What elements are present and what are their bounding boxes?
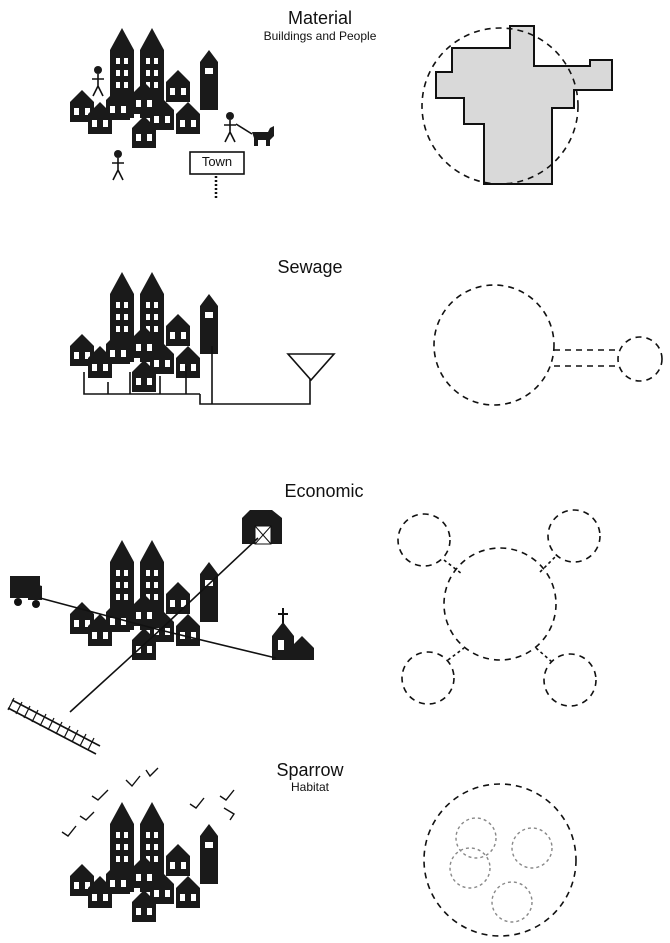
sewage-outlet-icon (286, 353, 336, 382)
sewage-title: Sewage (277, 257, 343, 277)
sewage-town (70, 272, 336, 405)
material-boundary (421, 25, 613, 185)
economic-title: Economic (284, 481, 364, 501)
barn-icon (242, 510, 282, 545)
sewage-boundary (433, 284, 663, 406)
economic-town (7, 510, 314, 755)
sparrow-town (61, 767, 235, 922)
bird-icons (61, 767, 235, 837)
person-icon (91, 65, 105, 97)
material-town (70, 28, 274, 200)
sparrow-boundary (423, 783, 577, 937)
truck-icon (10, 576, 42, 608)
railroad-icon (7, 697, 101, 755)
economic-boundary (397, 509, 601, 707)
sparrow-title: Sparrow (276, 760, 344, 780)
material-title: Material (287, 8, 353, 28)
person-icon (223, 111, 237, 143)
town-sign-label: Town (201, 154, 233, 169)
person-icon (111, 149, 125, 181)
church-icon (272, 608, 314, 660)
material-subtitle: Buildings and People (263, 29, 377, 43)
town-sign (189, 151, 245, 175)
dog-icon (252, 126, 274, 146)
sparrow-subtitle: Habitat (290, 780, 330, 794)
